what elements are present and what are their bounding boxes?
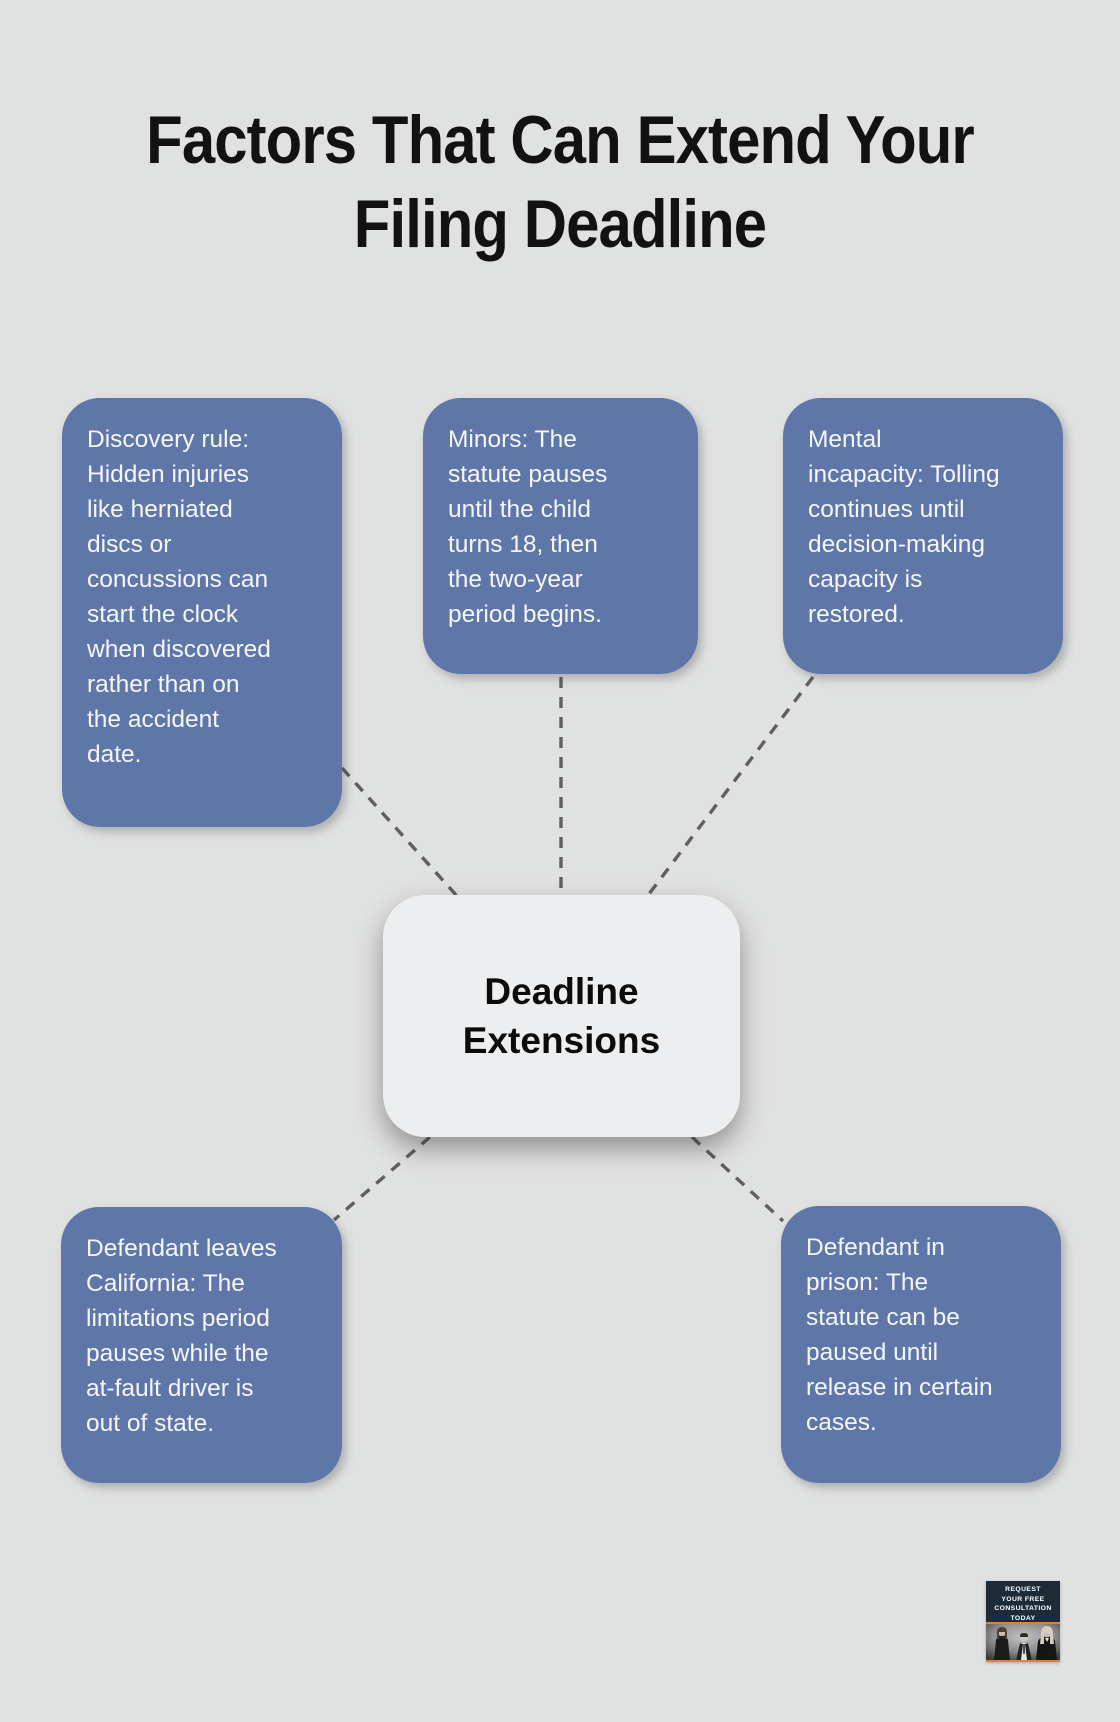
connector-line-in-prison	[690, 1135, 785, 1223]
factor-text: Discovery rule: Hidden injuries like her…	[87, 426, 271, 768]
consultation-cta-badge[interactable]: REQUEST YOUR FREE CONSULTATION TODAY	[986, 1581, 1060, 1662]
consultation-cta-text: REQUEST YOUR FREE CONSULTATION TODAY	[986, 1581, 1060, 1622]
central-node-deadline-extensions: Deadline Extensions	[383, 895, 740, 1137]
factor-node-defendant-in-prison: Defendant in prison: The statute can be …	[781, 1206, 1061, 1483]
attorneys-photo	[986, 1624, 1060, 1660]
central-node-label: Deadline Extensions	[462, 971, 661, 1061]
factor-node-mental-incapacity: Mental incapacity: Tolling continues unt…	[783, 398, 1063, 674]
orange-divider	[986, 1660, 1060, 1662]
factor-node-defendant-leaves-california: Defendant leaves California: The limitat…	[61, 1207, 342, 1483]
factor-text: Minors: The statute pauses until the chi…	[448, 426, 608, 628]
page-title: Factors That Can Extend Your Filing Dead…	[146, 102, 975, 262]
connector-line-mental-incapacity	[647, 675, 815, 896]
connector-line-leaves-california	[332, 1135, 432, 1222]
factor-text: Defendant in prison: The statute can be …	[806, 1234, 993, 1436]
factor-text: Defendant leaves California: The limitat…	[86, 1235, 277, 1437]
connector-line-discovery	[340, 766, 459, 898]
factor-node-minors: Minors: The statute pauses until the chi…	[423, 398, 698, 674]
orange-divider	[986, 1622, 1060, 1624]
factor-node-discovery-rule: Discovery rule: Hidden injuries like her…	[62, 398, 342, 827]
factor-text: Mental incapacity: Tolling continues unt…	[808, 426, 1000, 628]
